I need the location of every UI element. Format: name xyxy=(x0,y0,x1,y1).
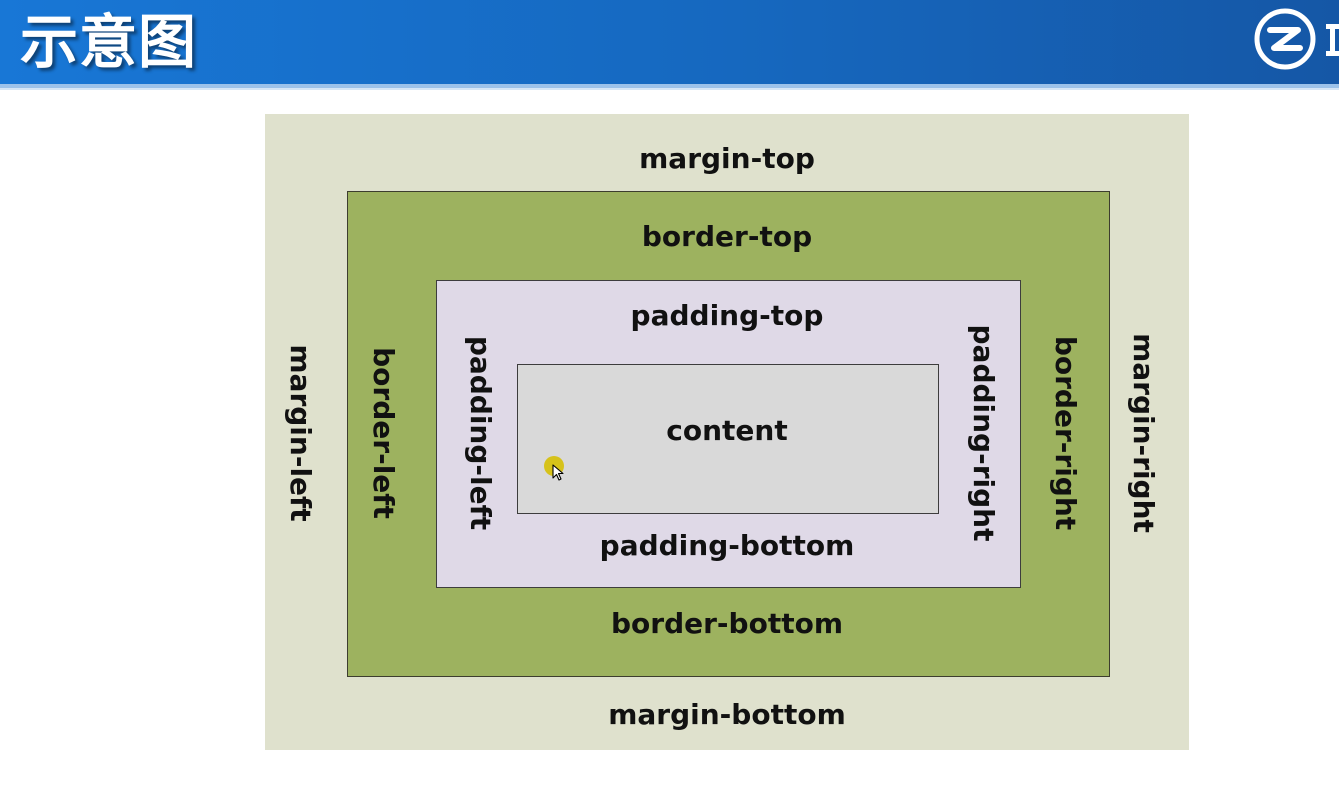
border-left-label: border-left xyxy=(367,347,400,519)
logo-text-fragment-icon xyxy=(1326,24,1339,56)
circle-z-logo-icon xyxy=(1254,8,1316,70)
header-divider-light xyxy=(0,88,1339,90)
border-top-label: border-top xyxy=(641,220,813,253)
content-label: content xyxy=(666,414,788,447)
border-bottom-label: border-bottom xyxy=(610,607,844,640)
margin-right-label: margin-right xyxy=(1127,333,1160,533)
slide-title: 示意图 xyxy=(20,8,198,76)
margin-bottom-label: margin-bottom xyxy=(608,698,846,731)
content-area xyxy=(517,364,939,514)
border-right-label: border-right xyxy=(1049,335,1082,531)
padding-bottom-label: padding-bottom xyxy=(599,529,855,562)
mouse-pointer-icon xyxy=(552,464,564,481)
slide-header xyxy=(0,0,1339,84)
header-divider xyxy=(0,84,1339,88)
padding-right-label: padding-right xyxy=(967,324,1000,542)
margin-top-label: margin-top xyxy=(639,142,815,175)
padding-top-label: padding-top xyxy=(630,299,824,332)
margin-left-label: margin-left xyxy=(284,344,317,522)
padding-left-label: padding-left xyxy=(464,335,497,531)
